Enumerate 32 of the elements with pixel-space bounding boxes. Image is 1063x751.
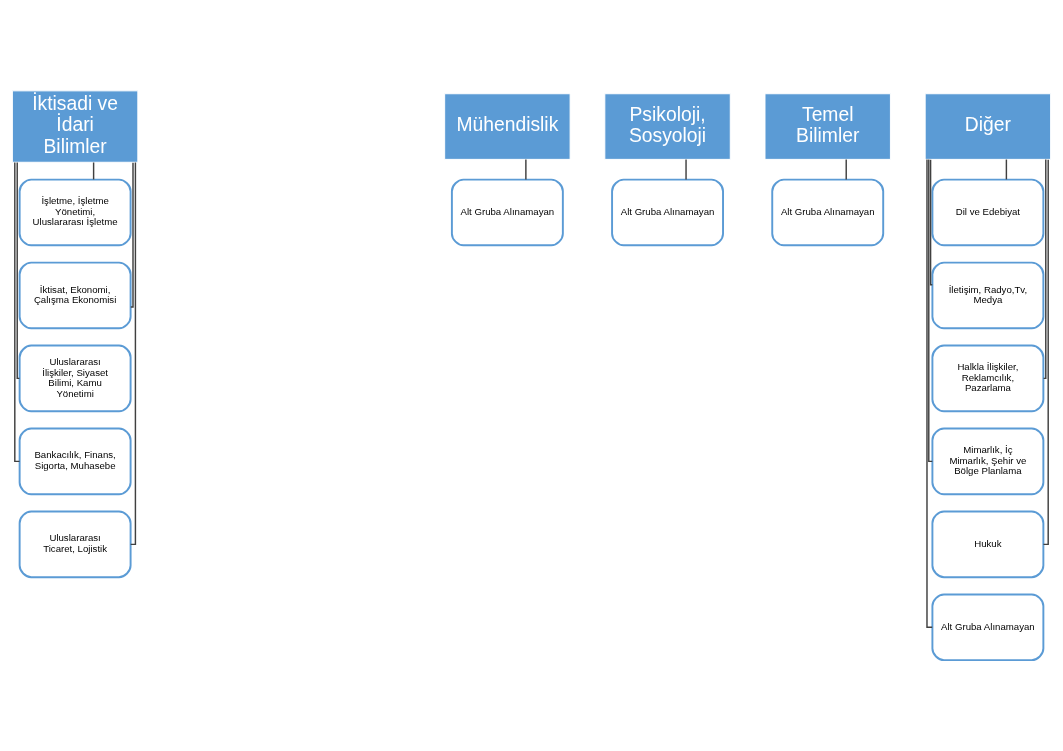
node-box: Alt Gruba Alınamayan [771,178,885,247]
connector [1042,158,1049,546]
node-box: Psikoloji, Sosyoloji [604,93,731,160]
node-box: Alt Gruba Alınamayan [611,178,724,247]
connector [1042,158,1047,380]
node-box: Alt Gruba Alınamayan [931,593,1045,662]
node-box: İktisadi ve İdari Bilimler [11,90,139,163]
connector [929,159,933,286]
node-box: İletişim, Radyo,Tv, Medya [931,261,1045,330]
node-box: Uluslararası İlişkiler, Siyaset Bilimi, Kamu Yönetimi [18,344,132,413]
node-box: Bankacılık, Finans, Sigorta, Muhasebe [18,427,132,496]
connector [845,158,847,181]
node-box: Uluslararası Ticaret, Lojistik [18,510,132,579]
node-box: Alt Gruba Alınamayan [450,178,564,247]
node-box: Mühendislik [444,93,571,160]
node-box: Dil ve Edebiyat [931,178,1045,247]
node-box: Temel Bilimler [764,93,891,160]
connector [129,161,137,546]
node-box: İktisat, Ekonomi, Çalışma Ekonomisi [18,261,132,330]
connector [685,158,687,181]
node-box: Diğer [924,93,1052,160]
connector [130,161,134,308]
node-box: Halkla İlişkiler, Reklamcılık, Pazarlama [931,344,1045,413]
connector [1005,158,1008,181]
connector [926,158,933,629]
node-box: İşletme, İşletme Yönetimi, Uluslararası İşletme [18,178,132,247]
connector [928,158,934,463]
node-box: Hukuk [931,510,1045,579]
connector [16,161,21,380]
node-box: Mimarlık, İç Mimarlık, Şehir ve Bölge Planlama [931,427,1045,496]
connector [525,158,527,181]
connector [14,161,21,463]
